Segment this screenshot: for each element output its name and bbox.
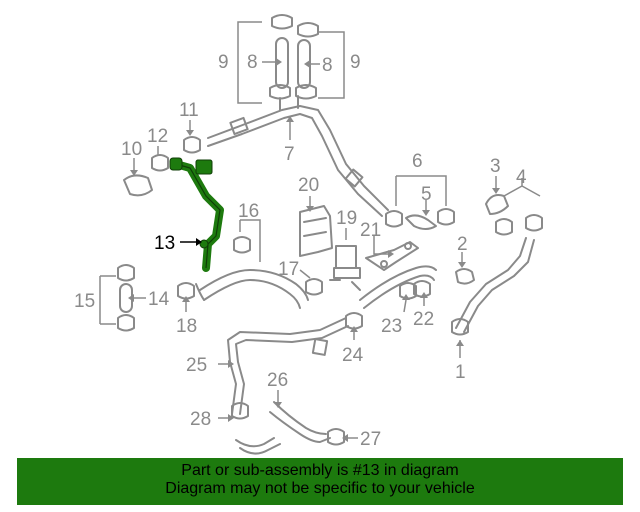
callout-5: 5 xyxy=(421,184,432,205)
part-5-6-hose xyxy=(385,175,455,230)
callout-1: 1 xyxy=(455,362,466,383)
part-7-pipe xyxy=(207,95,389,217)
callout-24: 24 xyxy=(342,345,364,366)
callout-28: 28 xyxy=(190,409,211,430)
callout-15: 15 xyxy=(74,291,95,312)
part-21-bracket xyxy=(365,236,419,271)
part-25-pipe xyxy=(218,317,349,415)
part-1-4-group xyxy=(451,176,543,358)
part-18-clamp xyxy=(177,282,195,312)
callout-12: 12 xyxy=(147,126,168,147)
callout-23: 23 xyxy=(381,316,402,337)
part-16-hose xyxy=(195,219,309,309)
callout-9b: 9 xyxy=(350,52,361,73)
banner-line-1: Part or sub-assembly is #13 in diagram xyxy=(181,462,459,479)
callout-20: 20 xyxy=(298,175,319,196)
callout-21: 21 xyxy=(360,220,381,241)
callout-2: 2 xyxy=(457,234,468,255)
callout-4: 4 xyxy=(516,167,527,188)
callout-8a: 8 xyxy=(247,52,258,73)
callout-10: 10 xyxy=(121,139,142,160)
part-22-23-hose xyxy=(359,265,437,313)
callout-18: 18 xyxy=(176,316,197,337)
part-13-highlighted xyxy=(169,157,224,272)
part-26-27-28 xyxy=(218,390,358,455)
callout-17: 17 xyxy=(278,259,299,280)
callout-26: 26 xyxy=(267,370,288,391)
banner-line-2: Diagram may not be specific to your vehi… xyxy=(165,480,475,497)
part-10-11-12 xyxy=(123,120,201,197)
callout-27: 27 xyxy=(360,429,381,450)
callout-7: 7 xyxy=(284,144,295,165)
part-17-19-20 xyxy=(299,196,361,296)
callout-16: 16 xyxy=(238,201,259,222)
info-banner: Part or sub-assembly is #13 in diagram D… xyxy=(17,458,623,505)
callout-19: 19 xyxy=(336,208,357,229)
callout-3: 3 xyxy=(490,156,501,177)
callout-13-leader xyxy=(180,238,202,246)
callout-11: 11 xyxy=(179,100,199,121)
callout-9a: 9 xyxy=(218,52,229,73)
callout-6: 6 xyxy=(412,151,423,172)
callout-14: 14 xyxy=(148,289,170,310)
part-8-9-group xyxy=(237,14,345,104)
part-24-clamp xyxy=(345,312,363,340)
part-14-15-group xyxy=(99,264,146,332)
callout-13: 13 xyxy=(154,233,175,254)
callout-22: 22 xyxy=(413,309,434,330)
callout-8b: 8 xyxy=(322,55,333,76)
parts-diagram: 1 2 3 4 5 6 7 8 8 9 9 10 11 12 13 14 15 … xyxy=(74,14,543,455)
callout-25: 25 xyxy=(186,355,207,376)
